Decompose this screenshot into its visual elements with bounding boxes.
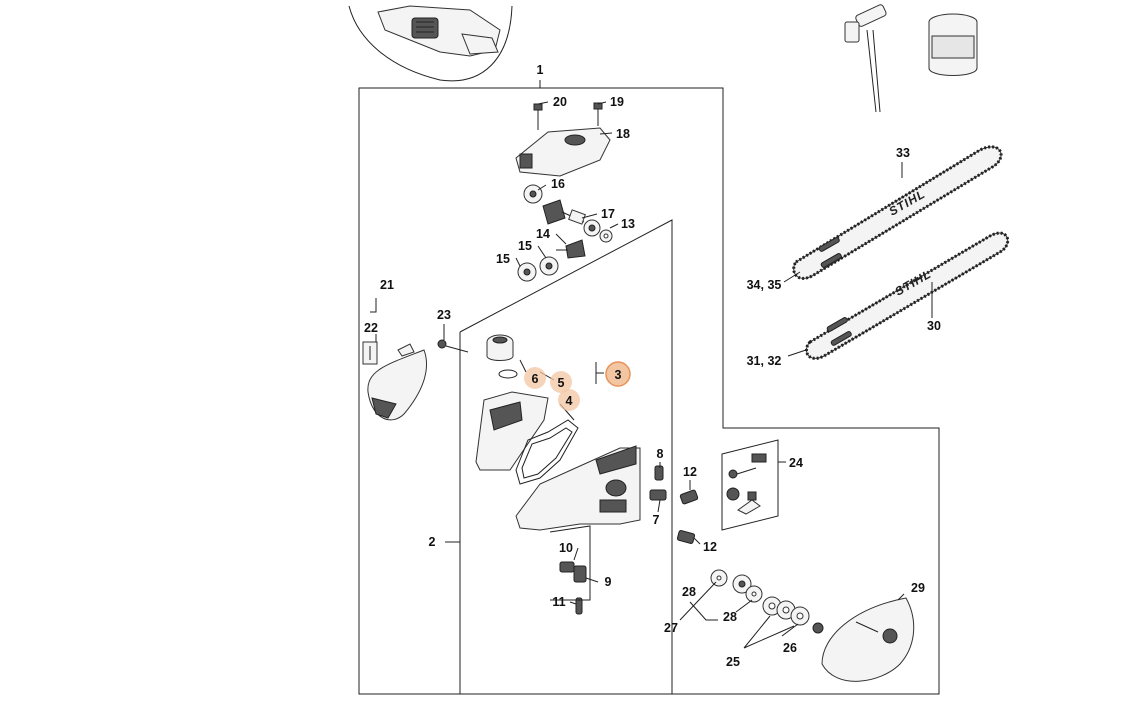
callout-27[interactable]: 27 bbox=[664, 621, 678, 635]
callout-29[interactable]: 29 bbox=[911, 581, 925, 595]
gear-head-housing-icon bbox=[515, 445, 641, 531]
callout-10[interactable]: 10 bbox=[559, 541, 573, 555]
grease-tube-icon bbox=[928, 13, 978, 76]
callout-17[interactable]: 17 bbox=[601, 207, 615, 221]
callout-8[interactable]: 8 bbox=[657, 447, 664, 461]
washer-13-icon bbox=[599, 229, 613, 243]
tensioner-nut-9-icon bbox=[573, 565, 587, 583]
highlight-ring-5 bbox=[550, 371, 572, 393]
guide-bar-33-icon bbox=[792, 145, 1003, 280]
gasket-4-icon bbox=[515, 419, 579, 485]
assembly-frame bbox=[358, 80, 940, 695]
callout-16[interactable]: 16 bbox=[551, 177, 565, 191]
pinion-14-icon bbox=[556, 239, 586, 259]
callout-19[interactable]: 19 bbox=[610, 95, 624, 109]
callout-6[interactable]: 6 bbox=[532, 372, 539, 386]
oil-tank-3-icon bbox=[475, 391, 549, 471]
screw-20-icon bbox=[533, 103, 543, 130]
callout-22[interactable]: 22 bbox=[364, 321, 378, 335]
washer-28a-icon bbox=[710, 569, 728, 587]
callout-3[interactable]: 3 bbox=[615, 368, 622, 382]
callout-15a[interactable]: 15 bbox=[518, 239, 532, 253]
nut-icon bbox=[812, 622, 824, 634]
ball-bearing-17-icon bbox=[583, 219, 601, 237]
ball-bearing-15b-icon bbox=[517, 262, 537, 282]
tensioner-screw-10-icon bbox=[559, 561, 575, 573]
callout-28b[interactable]: 28 bbox=[723, 610, 737, 624]
ball-bearing-16-icon bbox=[523, 184, 543, 204]
callout-20[interactable]: 20 bbox=[553, 95, 567, 109]
o-ring-5-icon bbox=[498, 369, 518, 379]
callout-13[interactable]: 13 bbox=[621, 217, 635, 231]
pin-11-icon bbox=[575, 597, 583, 615]
callout-12b[interactable]: 12 bbox=[703, 540, 717, 554]
callout-5[interactable]: 5 bbox=[558, 376, 565, 390]
callout-4[interactable]: 4 bbox=[566, 394, 573, 408]
combination-wrench-icon bbox=[844, 4, 887, 113]
callout-2[interactable]: 2 bbox=[429, 535, 436, 549]
slide-12a-icon bbox=[679, 489, 699, 505]
washer-28b-icon bbox=[745, 585, 763, 603]
callout-11[interactable]: 11 bbox=[552, 595, 565, 609]
callout-33[interactable]: 33 bbox=[896, 146, 910, 160]
oil-tank-cap-6-icon bbox=[486, 334, 514, 361]
highlight-ring-6 bbox=[524, 367, 546, 389]
callout-9[interactable]: 9 bbox=[605, 575, 612, 589]
callout-28a[interactable]: 28 bbox=[682, 585, 696, 599]
stud-8-icon bbox=[654, 465, 664, 481]
washer-25a-icon bbox=[762, 596, 782, 616]
callout-18[interactable]: 18 bbox=[616, 127, 630, 141]
leader-lines bbox=[370, 101, 933, 649]
screw-19-icon bbox=[593, 102, 603, 126]
callout-labels: 1 2 3 4 5 6 7 8 9 10 11 12 12 13 14 15 1… bbox=[364, 63, 941, 669]
callout-31-32[interactable]: 31, 32 bbox=[747, 354, 782, 368]
callout-24[interactable]: 24 bbox=[789, 456, 803, 470]
slide-12b-icon bbox=[676, 530, 696, 544]
highlight-bubbles bbox=[524, 361, 631, 411]
engine-detail-view bbox=[348, 5, 513, 82]
screw-23-icon bbox=[437, 339, 469, 353]
highlight-ring-4 bbox=[558, 389, 580, 411]
guide-bar-30-icon bbox=[805, 231, 1010, 360]
washer-26-icon bbox=[790, 606, 810, 626]
callout-14[interactable]: 14 bbox=[536, 227, 550, 241]
callout-25[interactable]: 25 bbox=[726, 655, 740, 669]
gear-housing-18-icon bbox=[515, 127, 611, 177]
spur-sprocket-icon bbox=[732, 574, 752, 594]
ball-bearing-15a-icon bbox=[539, 256, 559, 276]
bevel-gear-shaft-icon bbox=[542, 199, 586, 225]
sprocket-cover-21-icon bbox=[362, 341, 427, 421]
highlight-ring-3 bbox=[605, 361, 631, 387]
callout-7[interactable]: 7 bbox=[653, 513, 660, 527]
callout-21[interactable]: 21 bbox=[380, 278, 394, 292]
callout-12a[interactable]: 12 bbox=[683, 465, 697, 479]
callout-26[interactable]: 26 bbox=[783, 641, 797, 655]
sprocket-cover-29-icon bbox=[821, 597, 915, 682]
callout-1[interactable]: 1 bbox=[537, 63, 544, 77]
callout-23[interactable]: 23 bbox=[437, 308, 451, 322]
callout-30[interactable]: 30 bbox=[927, 319, 941, 333]
tensioner-kit-24-icon bbox=[721, 439, 779, 531]
callout-34-35[interactable]: 34, 35 bbox=[747, 278, 782, 292]
stud-7-icon bbox=[649, 489, 667, 501]
callout-15b[interactable]: 15 bbox=[496, 252, 510, 266]
